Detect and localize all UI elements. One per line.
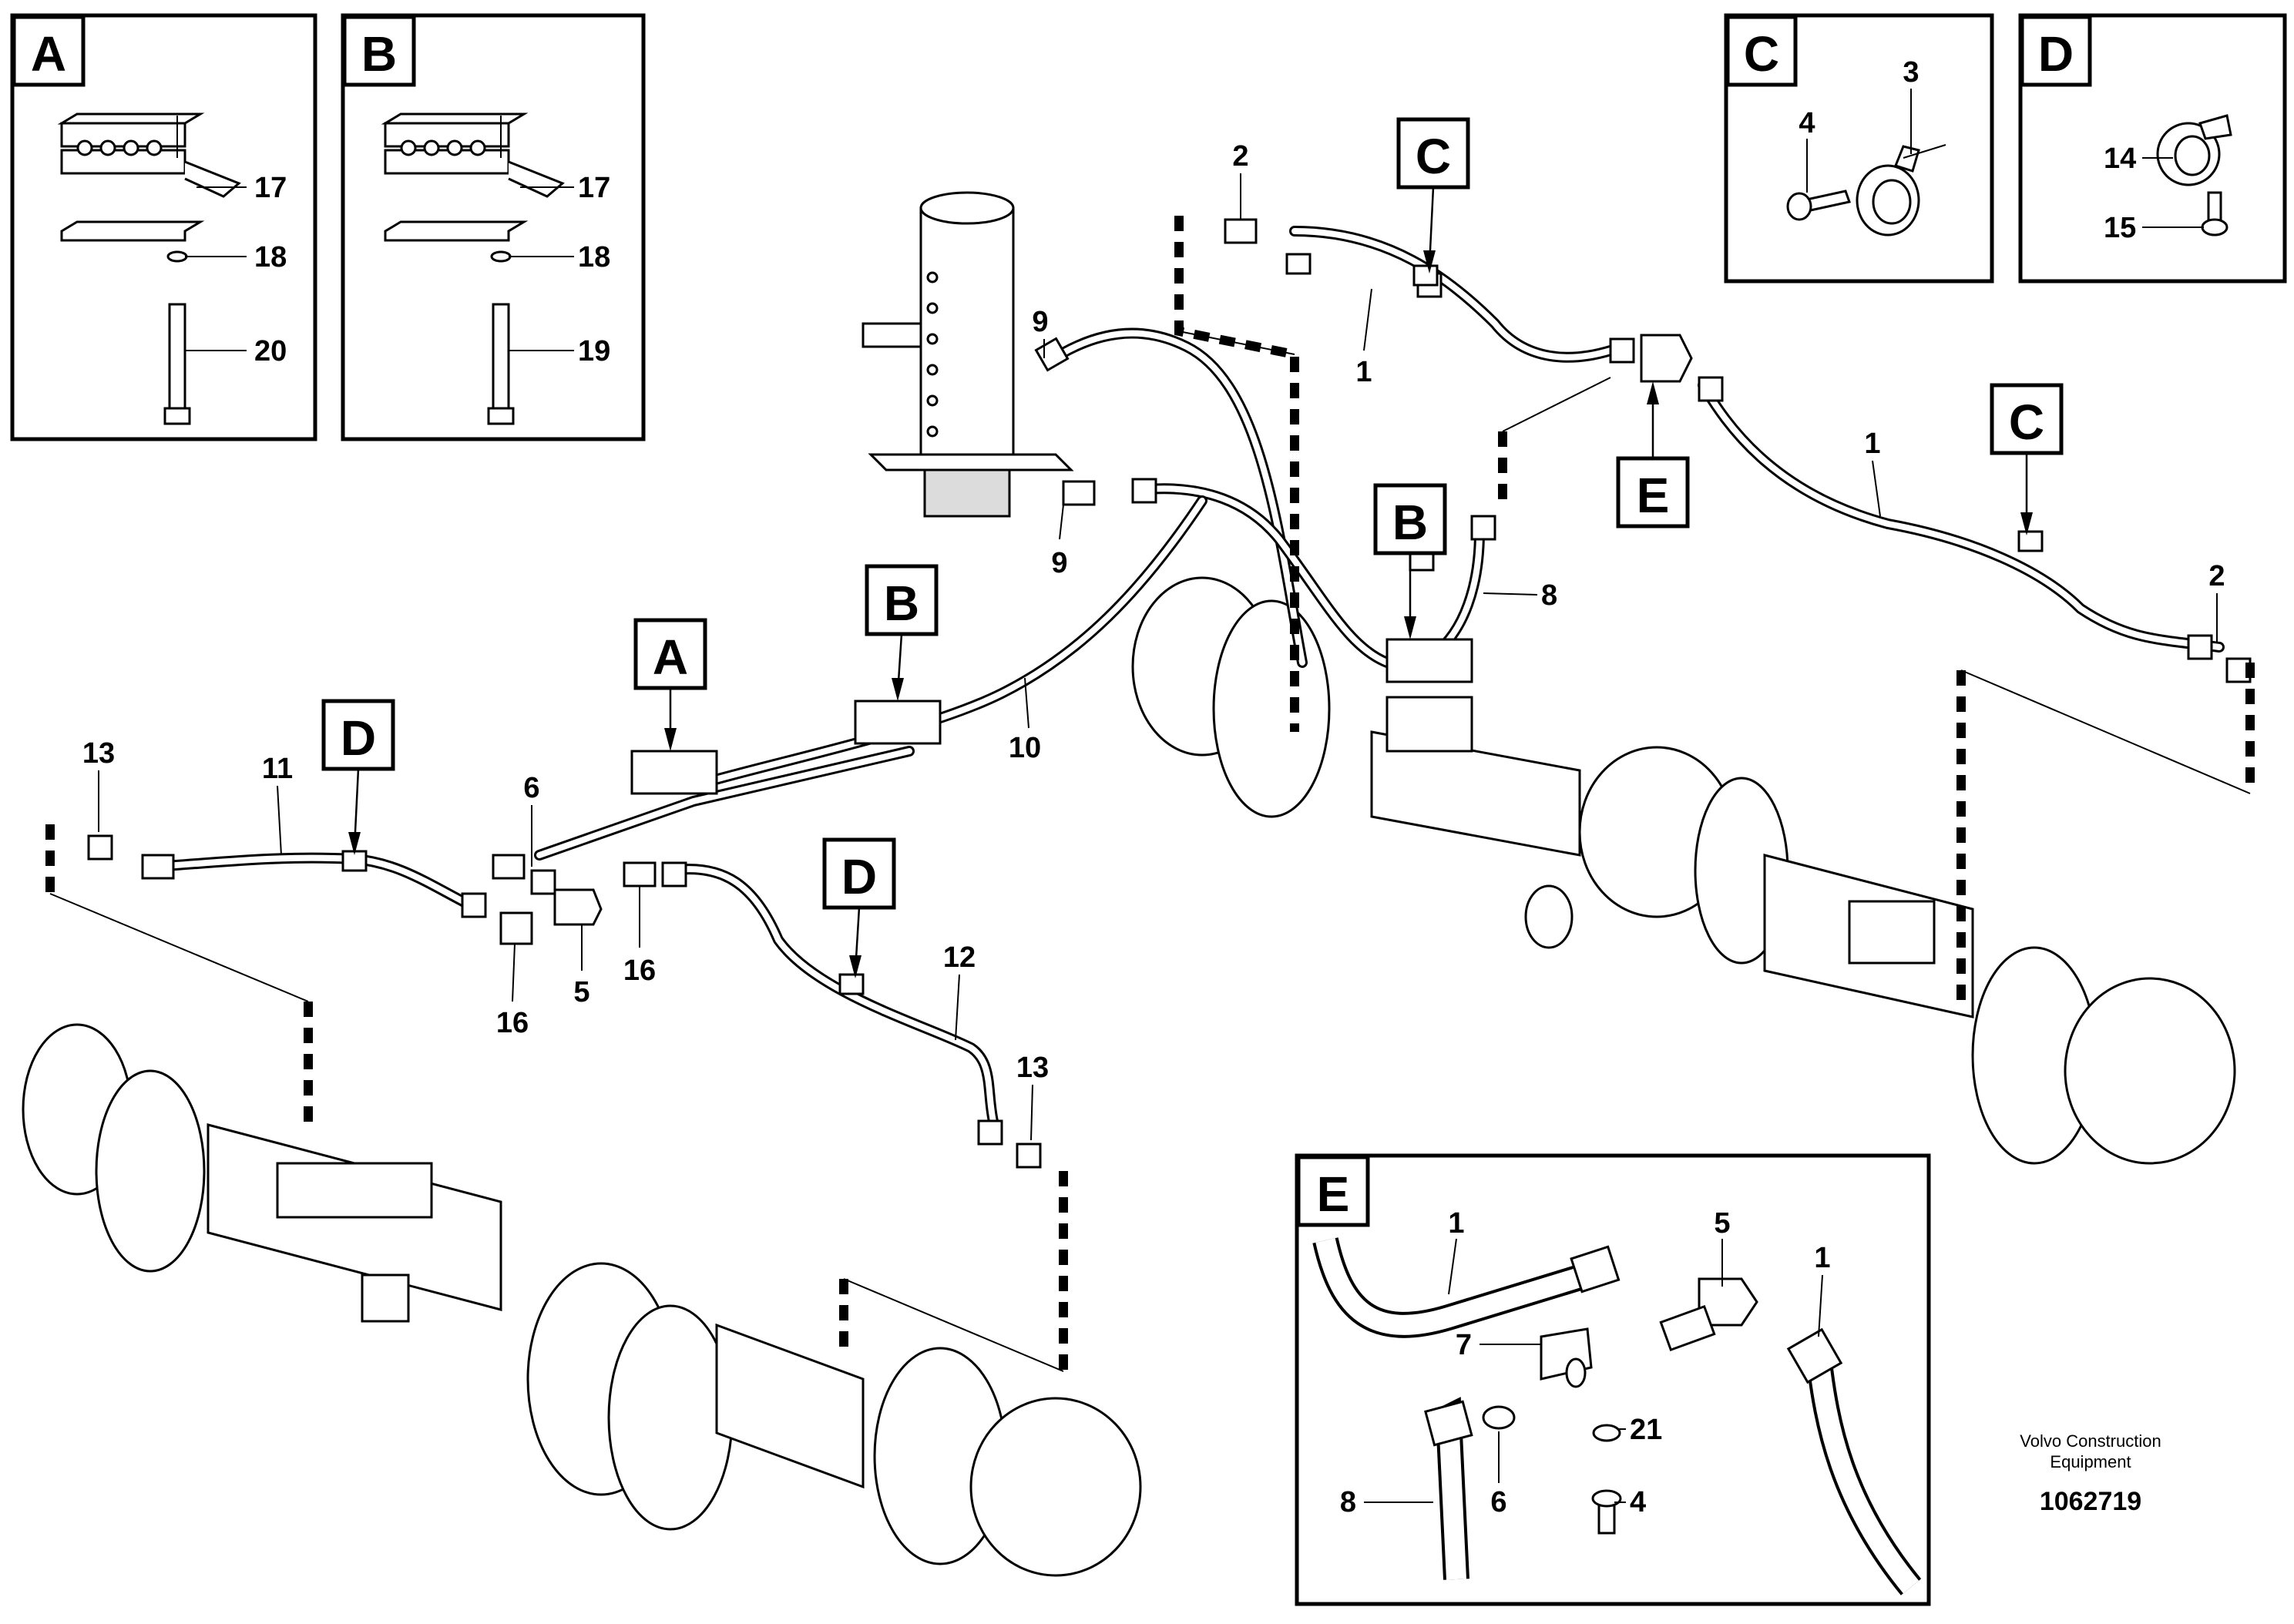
plate-a	[60, 220, 205, 242]
p-clamp-c	[1786, 144, 1946, 237]
callout-c1-letter: C	[1416, 129, 1451, 184]
part-18-label-b: 18	[578, 241, 610, 273]
front-axle-left	[22, 1023, 1142, 1577]
rotary-distributor	[862, 191, 1074, 518]
part-2-label-right: 2	[2208, 560, 2225, 592]
inset-a-letter: A	[31, 26, 66, 82]
part-number-labels: 2 1 1 2 9 9 8 10 13 11 6 16 5 16 12 13	[82, 140, 2225, 1141]
callout-a-letter: A	[653, 629, 688, 685]
inset-d: D 14 15	[2018, 13, 2287, 284]
inset-d-letter-box	[2020, 15, 2092, 87]
inset-e-letter-box	[1296, 1155, 1370, 1227]
part-1-label-right: 1	[1864, 428, 1880, 460]
clamp-block-b	[381, 112, 565, 425]
nut-e	[1482, 1405, 1516, 1430]
rear-axle-right	[1131, 576, 2236, 1165]
break-lines	[45, 216, 2255, 1372]
inset-a-letter-box	[12, 15, 86, 87]
part-1-label-top: 1	[1355, 356, 1372, 388]
clamp-block-a-main	[630, 750, 718, 795]
callout-e-main: E	[1616, 381, 1690, 528]
part-12-label: 12	[943, 941, 976, 974]
part-21-label: 21	[1630, 1414, 1662, 1446]
part-16-label-right: 16	[623, 955, 656, 987]
part-10-label: 10	[1009, 732, 1041, 764]
inset-b-letter-box	[342, 15, 416, 87]
part-8-label-e: 8	[1340, 1486, 1356, 1518]
part-8-label: 8	[1541, 579, 1557, 612]
part-9-label-bottom: 9	[1051, 547, 1067, 579]
part-5-label: 5	[573, 976, 589, 1008]
part-17-label-b: 17	[578, 172, 610, 204]
callout-d-main-2: D	[822, 837, 896, 978]
part-7-label-e: 7	[1456, 1329, 1472, 1361]
part-14-label: 14	[2104, 143, 2136, 175]
part-6-label: 6	[523, 772, 539, 804]
callout-c2-letter: C	[2009, 394, 2044, 450]
part-1-label-e-right: 1	[1814, 1242, 1830, 1274]
inset-c-letter-box	[1725, 15, 1798, 87]
part-19-label: 19	[578, 335, 610, 367]
callout-b2-letter: B	[1392, 495, 1428, 550]
part-9-label-top: 9	[1032, 306, 1048, 338]
clamp-block-b-main-1	[854, 700, 942, 745]
callout-b-main-1: B	[865, 564, 939, 701]
callout-c-main-1: C	[1396, 117, 1470, 273]
part-18-label-a: 18	[254, 241, 287, 273]
part-13-label-left: 13	[82, 737, 115, 770]
document-number: 1062719	[2040, 1487, 2141, 1516]
part-16-label-left: 16	[496, 1007, 529, 1039]
part-13-label-right: 13	[1016, 1052, 1049, 1084]
p-clamp-d	[2156, 114, 2232, 237]
callout-c-main-2: C	[1990, 383, 2064, 535]
callout-d1-letter: D	[341, 710, 376, 766]
clamp-block-a	[57, 112, 241, 425]
part-20-label: 20	[254, 335, 287, 367]
inset-d-letter: D	[2038, 26, 2074, 82]
part-6-label-e: 6	[1490, 1486, 1506, 1518]
part-5-label-e: 5	[1714, 1207, 1730, 1240]
callout-b1-letter: B	[884, 575, 919, 631]
inset-c-letter: C	[1744, 26, 1779, 82]
callout-a-main: A	[633, 618, 707, 751]
part-4-label-e: 4	[1630, 1486, 1646, 1518]
part-3-label: 3	[1903, 56, 1919, 89]
inset-e-letter: E	[1317, 1166, 1350, 1222]
inset-b-letter: B	[361, 26, 397, 82]
inset-c: C 3 4	[1724, 13, 1994, 284]
publisher-caption: Volvo Construction Equipment 1062719	[2020, 1431, 2161, 1516]
clamp-block-b-main-2	[1385, 638, 1473, 683]
caption-line-2: Equipment	[2050, 1452, 2131, 1471]
inset-a: A 17 18 20	[10, 13, 317, 441]
callout-d2-letter: D	[841, 849, 877, 904]
inset-b: B 17 18 19	[341, 13, 646, 441]
inset-e: E 1 5 1 7 21 8	[1295, 1153, 1931, 1606]
tee-fitting-assembly	[1312, 1237, 1922, 1595]
part-11-label: 11	[262, 753, 293, 785]
plate-b	[384, 220, 529, 242]
part-2-label-top: 2	[1232, 140, 1248, 173]
callout-d-main-1: D	[321, 699, 395, 855]
bolt-a	[168, 303, 186, 421]
part-17-label-a: 17	[254, 172, 287, 204]
callout-e-letter: E	[1637, 468, 1670, 523]
caption-line-1: Volvo Construction	[2020, 1431, 2161, 1451]
callout-b-main-2: B	[1373, 483, 1447, 639]
bolt-b	[492, 303, 510, 421]
part-4-label-c: 4	[1799, 107, 1815, 139]
part-15-label: 15	[2104, 212, 2136, 244]
part-1-label-e-left: 1	[1448, 1207, 1464, 1240]
tee-fitting-main	[1640, 334, 1693, 383]
